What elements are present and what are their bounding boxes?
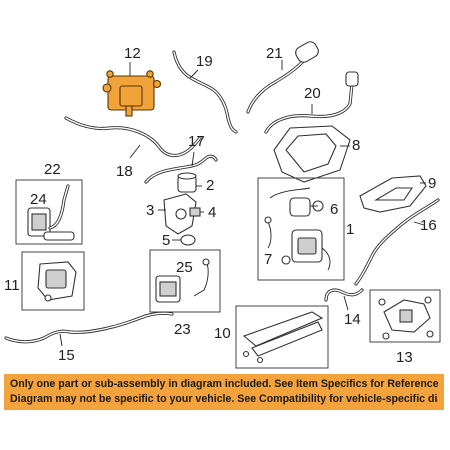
part-2-valve[interactable]: [177, 172, 202, 193]
callout-12: 12: [124, 45, 141, 62]
part-21-hose[interactable]: [246, 40, 321, 114]
group-box-11: [21, 251, 85, 311]
group-box-22: [15, 179, 83, 245]
part-20-tube[interactable]: [264, 71, 359, 134]
part-4-bolt[interactable]: [189, 207, 204, 217]
part-25-harness[interactable]: [155, 258, 210, 303]
notice-line-1: Only one part or sub-assembly in diagram…: [10, 378, 438, 390]
part-7-harness[interactable]: [264, 216, 272, 249]
part-19-hose[interactable]: [172, 50, 238, 134]
part-3-bracket[interactable]: [158, 193, 197, 235]
callout-23: 23: [174, 321, 191, 338]
part-14-hose[interactable]: [324, 288, 364, 311]
group-box-10: [235, 305, 329, 369]
callout-8: 8: [352, 137, 360, 154]
part-5-grommet[interactable]: [172, 234, 196, 246]
part-13-bracket[interactable]: [378, 296, 434, 340]
callout-4: 4: [208, 204, 216, 221]
group-box-1: [257, 177, 345, 281]
notice-line-2: Diagram may not be specific to your vehi…: [10, 393, 438, 405]
callout-22: 22: [44, 161, 61, 178]
part-1-pump[interactable]: [281, 229, 331, 271]
callout-14: 14: [344, 311, 361, 328]
callout-15: 15: [58, 347, 75, 364]
part-6-sensor[interactable]: [269, 187, 324, 217]
callout-2: 2: [206, 177, 214, 194]
callout-18: 18: [116, 163, 133, 180]
part-17-hose[interactable]: [144, 151, 218, 184]
callout-3: 3: [146, 202, 154, 219]
group-box-13: [369, 289, 441, 343]
callout-16: 16: [420, 217, 437, 234]
callout-5: 5: [162, 232, 170, 249]
callout-17: 17: [188, 133, 205, 150]
part-11-canister[interactable]: [37, 261, 77, 302]
part-24-sensor[interactable]: [27, 184, 75, 241]
callout-7: 7: [264, 251, 272, 268]
callout-9: 9: [428, 175, 436, 192]
part-15-tube[interactable]: [4, 311, 174, 347]
callout-19: 19: [196, 53, 213, 70]
callout-13: 13: [396, 349, 413, 366]
callout-24: 24: [30, 191, 47, 208]
part-10-shield[interactable]: [242, 311, 324, 364]
part-16-tube[interactable]: [354, 198, 440, 286]
part-12-sensor[interactable]: [102, 62, 162, 117]
compatibility-notice-banner: Only one part or sub-assembly in diagram…: [4, 374, 444, 410]
group-box-23: [149, 249, 221, 313]
callout-21: 21: [266, 45, 283, 62]
part-9-shield[interactable]: [359, 175, 427, 213]
callout-25: 25: [176, 259, 193, 276]
callout-11: 11: [4, 277, 20, 294]
callout-20: 20: [304, 85, 321, 102]
callout-10: 10: [214, 325, 231, 342]
callout-6: 6: [330, 201, 338, 218]
part-18-hose[interactable]: [64, 116, 202, 159]
part-8-canister[interactable]: [273, 125, 351, 183]
callout-1: 1: [346, 221, 354, 238]
